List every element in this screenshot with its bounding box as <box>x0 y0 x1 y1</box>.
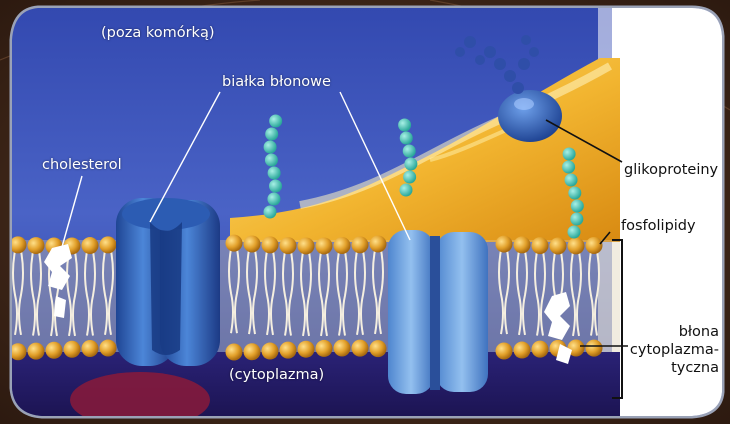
lipid-head <box>334 340 351 357</box>
lipid-head <box>64 341 81 358</box>
lipid-head <box>316 340 333 357</box>
lipid-head <box>10 236 27 253</box>
label-cytoplasm: (cytoplazma) <box>229 366 324 384</box>
lipid-head <box>244 343 261 360</box>
lipid-head <box>100 236 117 253</box>
lipid-head <box>370 235 387 252</box>
lipid-head <box>10 343 27 360</box>
lipid-head <box>82 237 99 254</box>
sugar-bead <box>571 200 584 213</box>
label-glycoproteins: glikoproteiny <box>624 161 718 179</box>
lipid-head <box>316 237 333 254</box>
lipid-head <box>586 340 603 357</box>
lipid-head <box>568 237 585 254</box>
lipid-head <box>280 342 297 359</box>
label-membrane-proteins: białka błonowe <box>222 73 331 91</box>
lipid-head <box>298 237 315 254</box>
sugar-bead <box>404 158 417 171</box>
glycoprotein <box>498 90 562 142</box>
sugar-bead <box>403 145 416 158</box>
lipid-head <box>334 237 351 254</box>
sugar-bead <box>264 141 277 154</box>
lipid-head <box>226 343 243 360</box>
sugar-bead <box>265 154 278 167</box>
label-cell-membrane: błona cytoplazma- tyczna <box>630 323 719 377</box>
lipid-head <box>496 342 513 359</box>
lipid-head <box>496 236 513 253</box>
lipid-head <box>586 237 603 254</box>
lipid-head <box>82 340 99 357</box>
sugar-bead <box>268 167 281 180</box>
lipid-head <box>298 341 315 358</box>
sugar-bead <box>403 171 416 184</box>
sugar-bead <box>269 115 282 128</box>
membrane-protein-carrier <box>388 230 488 394</box>
sugar-bead <box>568 226 581 239</box>
lipid-head <box>532 237 549 254</box>
lipid-head <box>28 343 45 360</box>
label-outside-cell: (poza komórką) <box>101 24 215 42</box>
sugar-bead <box>398 119 411 132</box>
lipid-head <box>352 340 369 357</box>
lipid-head <box>262 343 279 360</box>
lipid-head <box>514 342 531 359</box>
label-cell-membrane-line: tyczna <box>630 359 719 377</box>
membrane-protein-channel <box>116 198 220 366</box>
lipid-head <box>28 237 45 254</box>
lipid-head <box>352 236 369 253</box>
lipid-head <box>244 236 261 253</box>
label-phospholipids: fosfolipidy <box>621 217 696 235</box>
lipid-head <box>514 236 531 253</box>
sugar-bead <box>568 187 581 200</box>
lipid-head <box>100 340 117 357</box>
lipid-head <box>262 236 279 253</box>
sugar-bead <box>269 180 282 193</box>
sugar-bead <box>570 213 583 226</box>
sugar-bead <box>265 128 278 141</box>
label-cell-membrane-line: cytoplazma- <box>630 341 719 359</box>
lipid-head <box>370 340 387 357</box>
sugar-bead <box>563 148 576 161</box>
lipid-head <box>532 341 549 358</box>
label-cell-membrane-line: błona <box>630 323 719 341</box>
label-cholesterol: cholesterol <box>42 156 122 174</box>
sugar-bead <box>400 184 413 197</box>
sugar-bead <box>565 174 578 187</box>
sugar-bead <box>264 206 277 219</box>
lipid-head <box>550 237 567 254</box>
sugar-bead <box>562 161 575 174</box>
lipid-head <box>46 342 63 359</box>
sugar-bead <box>400 132 413 145</box>
lipid-head <box>280 237 297 254</box>
lipid-head <box>226 235 243 252</box>
sugar-bead <box>267 193 280 206</box>
